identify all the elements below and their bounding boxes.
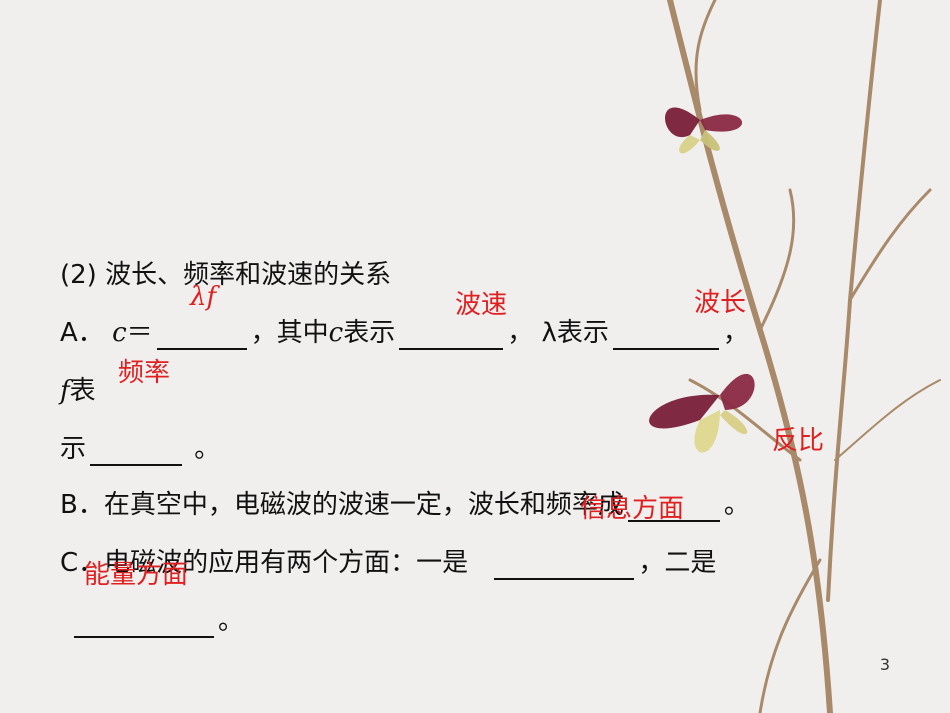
line-a-mid3: 表示 [556,318,609,348]
answer-wave-speed: 波速 [455,290,508,320]
answer-inverse-ratio: 反比 [772,426,825,456]
line-c: C．电磁波的应用有两个方面：一是 ，二是 [60,546,716,580]
var-f: f [60,376,70,406]
line-c-text: C．电磁波的应用有两个方面：一是 [60,548,469,578]
line-a-comma1: ， [507,318,534,348]
answer-information: 信息方面 [580,494,685,524]
answer-lambda-f: λf [190,282,217,312]
line-a: A． c＝，其中c表示， λ表示， [60,316,749,350]
line-a3: 示 。 [60,432,220,466]
page-number: 3 [879,655,890,674]
line-b-text: B．在真空中，电磁波的波速一定，波长和频率成 [60,490,624,520]
line-a-mid2: 表示 [343,318,396,348]
blank-3 [612,324,719,350]
var-c2: c [328,318,344,348]
question-heading: (2) 波长、频率和波速的关系 [60,260,392,290]
blank-5 [627,496,720,522]
line-c-mid: ，二是 [638,548,717,578]
blank-6 [494,554,635,580]
answer-wavelength: 波长 [694,288,747,318]
var-c: c [112,318,127,348]
equals-sign: ＝ [126,318,153,348]
line-c2: 。 [74,604,244,638]
butterfly-middle [649,373,755,453]
answer-frequency: 频率 [118,358,171,388]
line-a2-rest: 表 [69,376,96,406]
line-a-comma2: ， [722,318,749,348]
var-lambda: λ [541,318,557,348]
line-a-prefix: A． [60,318,104,348]
blank-1 [156,324,247,350]
answer-energy: 能量方面 [84,560,189,590]
line-b-end: 。 [723,490,750,520]
line-a2: f表 [60,374,96,408]
blank-4 [90,440,183,466]
line-a3-prefix: 示 [60,434,87,464]
line-a3-end: 。 [194,434,221,464]
line-a-mid1: ，其中 [250,318,329,348]
blank-2 [399,324,504,350]
butterfly-top [665,107,743,154]
blank-7 [74,612,214,638]
line-b: B．在真空中，电磁波的波速一定，波长和频率成 。 [60,488,750,522]
line-c2-end: 。 [218,606,245,636]
